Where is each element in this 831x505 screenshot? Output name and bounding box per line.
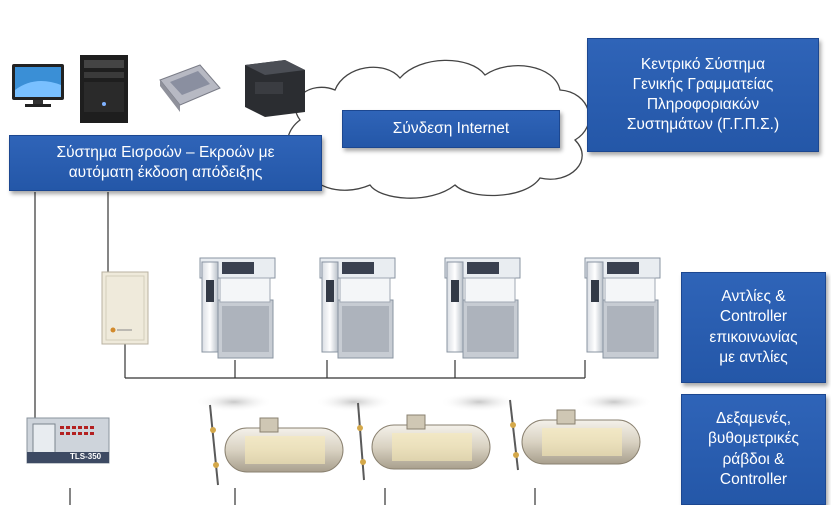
receipt-printer-icon: [245, 60, 305, 117]
fuel-pump-4-icon: [584, 257, 661, 359]
tanks-controller-label: Δεξαμενές, βυθομετρικές ράβδοι & Control…: [708, 410, 799, 488]
monitor-icon: [12, 64, 64, 107]
probe-floats: [210, 422, 519, 468]
probe-rods: [209, 399, 519, 486]
fuel-pump-1-icon: [199, 257, 276, 359]
fuel-pump-2-icon: [319, 257, 396, 359]
pump-interface-controller-icon: [101, 271, 149, 345]
fuel-tank-2-icon: [371, 414, 491, 470]
gsis-central-system-box: Κεντρικό Σύστημα Γενικής Γραμματείας Πλη…: [587, 38, 819, 152]
fuel-tank-1-icon: [224, 417, 344, 473]
inout-system-label: Σύστημα Εισροών – Εκροών με αυτόματη έκδ…: [56, 143, 275, 181]
internet-connection-label: Σύνδεση Internet: [392, 119, 510, 137]
fuel-tank-3-icon: [521, 409, 641, 465]
connection-lines: [34, 192, 586, 505]
pumps-controller-label: Αντλίες & Controller επικοινωνίας με αντ…: [709, 288, 798, 366]
tank-gauge-controller-icon: [26, 417, 110, 464]
pc-tower-icon: [80, 55, 128, 123]
pumps-controller-box: Αντλίες & Controller επικοινωνίας με αντ…: [681, 272, 826, 383]
fuel-pump-3-icon: [444, 257, 521, 359]
tank-controller-label: TLS-350: [70, 452, 102, 461]
gsis-central-system-label: Κεντρικό Σύστημα Γενικής Γραμματείας Πλη…: [626, 55, 780, 134]
internet-connection-box: Σύνδεση Internet: [342, 110, 560, 148]
pump-reflections: [195, 392, 653, 412]
card-terminal-icon: [159, 64, 221, 112]
inout-system-box: Σύστημα Εισροών – Εκροών με αυτόματη έκδ…: [9, 135, 322, 191]
tanks-controller-box: Δεξαμενές, βυθομετρικές ράβδοι & Control…: [681, 394, 826, 505]
